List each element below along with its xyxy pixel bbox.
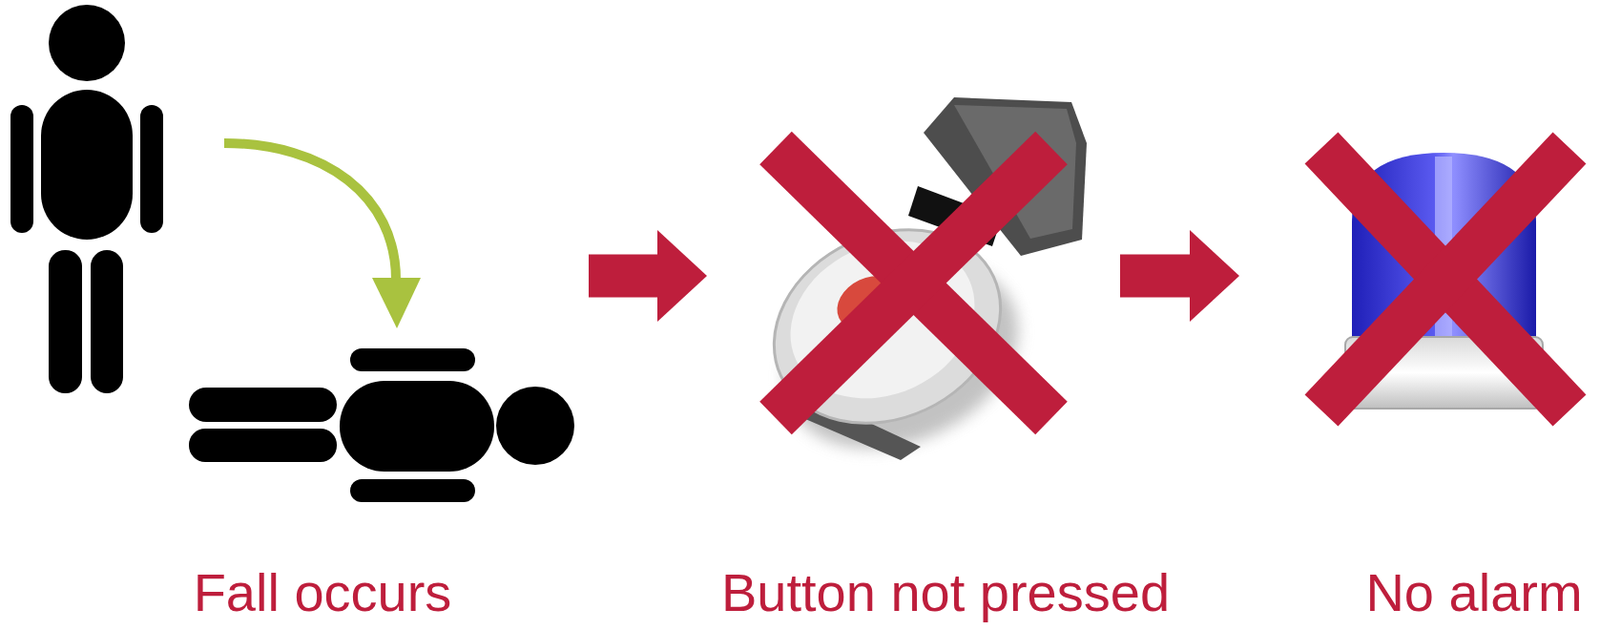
- flow-arrow: [588, 254, 658, 298]
- cross-stroke: [1321, 147, 1570, 411]
- cross-stroke: [775, 147, 1052, 418]
- person-leg: [188, 428, 337, 462]
- step-caption: Button not pressed: [721, 561, 1170, 624]
- step-node: Fall occurs: [10, 0, 575, 502]
- person-leg: [90, 249, 124, 394]
- fall-arrowhead: [372, 277, 421, 329]
- standing-person: [10, 4, 164, 394]
- person-head: [496, 386, 575, 465]
- person-torso: [41, 89, 133, 240]
- step-caption: Fall occurs: [193, 561, 453, 624]
- cross-mark: [775, 147, 1052, 418]
- alarm-button-icon: [742, 97, 1087, 485]
- cross-stroke: [1321, 147, 1570, 411]
- person-arm: [350, 478, 476, 502]
- person-arm: [10, 104, 34, 233]
- person-head: [48, 4, 125, 82]
- person-leg: [48, 249, 83, 394]
- person-arm: [350, 348, 476, 372]
- person-arm: [140, 104, 164, 233]
- person-torso: [339, 380, 495, 472]
- person-leg: [188, 387, 337, 422]
- flow-arrow: [1120, 254, 1190, 298]
- lying-person: [188, 348, 575, 502]
- step-caption: No alarm: [1365, 561, 1582, 624]
- cross-mark: [1321, 147, 1570, 411]
- step-node: Button not pressed: [754, 91, 1087, 455]
- step-node: No alarm: [1321, 143, 1572, 420]
- cross-stroke: [775, 147, 1052, 418]
- fall-arrow: [224, 143, 396, 280]
